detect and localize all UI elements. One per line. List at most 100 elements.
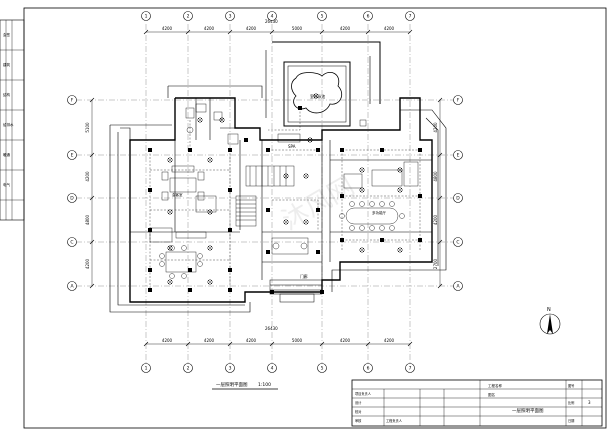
row-bubble-label: D [456,196,460,202]
dimension-tick [227,341,233,347]
tb-row-label: 审核 [355,418,362,423]
dimension-tick [89,283,95,289]
light-fixture-square [316,250,320,254]
dimension-label: 2700 [433,258,438,269]
dimension-tick [407,341,413,347]
tb-row-label: 设计 [355,400,362,405]
row-bubble [453,237,463,247]
spa-label: SPA [288,144,296,149]
light-fixture-round [167,209,173,215]
drawing-title: 一层照明平面图 [216,382,248,388]
dimension-label: 4200 [162,338,173,343]
dimension-label: 5000 [292,338,303,343]
dimension-tick [437,283,443,289]
dimension-tick [365,29,371,35]
light-fixture-square [148,228,152,232]
column-bubble-label: 6 [367,366,370,372]
light-fixture-cross [167,209,173,215]
column-bubble [405,363,415,373]
light-fixture-square [266,250,270,254]
light-fixture-cross [207,279,213,285]
row-bubble [67,150,77,160]
dimension-label: 5000 [292,26,303,31]
room-label-left: 会客室 [172,192,183,197]
drawing-scale: 1:100 [258,382,271,388]
tb-project-label: 工程名称 [488,383,502,388]
row-bubble-label: C [70,240,73,246]
tb-row-label: 工程负责人 [386,418,403,423]
light-fixture-square [188,288,192,292]
column-bubble [267,11,277,21]
column-bubble-label: 2 [187,366,190,372]
light-fixture-round [303,173,309,179]
row-bubble-label: F [457,98,460,104]
building-walls [109,41,447,313]
light-fixture-cross [167,279,173,285]
side-strip: 会签 建筑 结构 给排水 暖通 电气 [0,19,25,221]
dimension-tick [437,239,443,245]
light-fixture-cross [397,247,403,253]
light-fixture-round [207,245,213,251]
row-bubble [453,193,463,203]
column-bubble [141,11,151,21]
light-fixture-cross [219,117,225,123]
dimension-tick [437,195,443,201]
dimension-tick [89,239,95,245]
light-fixture-cross [397,187,403,193]
dimension-label: 5100 [85,122,90,133]
side-label: 会签 [3,32,10,37]
tb-row-label: 项目负责人 [355,391,372,396]
pool-label: 室外泳池 [310,94,325,99]
light-fixture-square [228,288,232,292]
row-bubble-label: E [457,153,460,159]
light-fixture-round [359,247,365,253]
dimension-tick [185,29,191,35]
light-fixture-round [283,219,289,225]
wiring [149,108,421,290]
light-fixture-cross [303,219,309,225]
dimension-label: 4200 [85,171,90,182]
side-label: 给排水 [3,122,14,127]
column-bubble-label: 1 [145,14,148,20]
light-fixture-square [228,228,232,232]
total-dim-top: 26430 [265,19,278,24]
dimension-label: 4800 [85,214,90,225]
dimension-label: 4200 [162,26,173,31]
light-fixture-cross [397,167,403,173]
row-bubble-label: D [70,196,74,202]
side-label: 建筑 [3,62,10,67]
row-bubble-label: A [70,284,74,290]
light-fixture-round [359,167,365,173]
column-bubble [183,363,193,373]
row-bubble [67,281,77,291]
column-bubble-label: 1 [145,366,148,372]
tb-sheet-no: 3 [588,400,591,405]
column-bubble-label: 4 [271,366,274,372]
light-fixture-round [397,247,403,253]
dimension-tick [143,29,149,35]
light-fixture-cross [313,93,319,99]
light-fixture-round [167,157,173,163]
row-bubble [453,95,463,105]
light-fixture-cross [207,245,213,251]
dimension-label: 4200 [85,258,90,269]
side-label: 电气 [3,182,10,187]
tb-right-label: 日期 [568,418,574,423]
light-fixture-cross [283,173,289,179]
light-fixture-cross [207,209,213,215]
entrance-steps [269,279,323,303]
drawing-title-group: 一层照明平面图 1:100 [212,382,278,390]
total-dim-bottom: 26430 [265,326,278,331]
light-fixture-round [167,279,173,285]
column-bubble-label: 3 [229,366,232,372]
light-fixture-square [270,290,274,294]
dimension-tick [319,341,325,347]
dimension-tick [365,341,371,347]
light-fixture-square [266,208,270,212]
dimension-tick [269,341,275,347]
dimension-label: 4200 [384,26,395,31]
